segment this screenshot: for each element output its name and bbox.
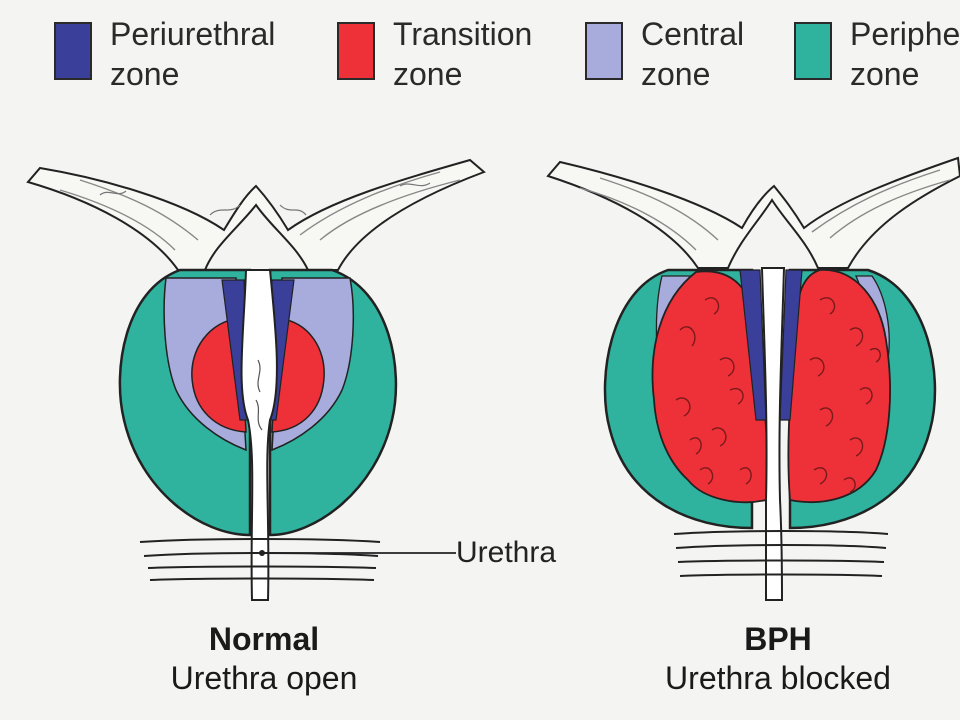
central-swatch xyxy=(585,22,623,80)
bph-subtitle: Urethra blocked xyxy=(665,660,891,696)
bph-bladder-neck xyxy=(546,156,960,269)
legend-item-transition: Transition zone xyxy=(337,6,557,92)
bph-transition-zone-right xyxy=(787,269,891,503)
normal-title: Normal xyxy=(208,621,320,657)
urethra-label: Urethra xyxy=(456,536,557,569)
bph-title: BPH xyxy=(744,621,812,657)
bph-urethra xyxy=(760,267,786,601)
legend-item-central: Central zone xyxy=(585,6,775,92)
bph-pelvic-floor xyxy=(673,530,889,577)
transition-swatch xyxy=(337,22,375,80)
legend-label-central: Central zone xyxy=(641,16,745,92)
legend-label-periurethral: Periurethral zone xyxy=(110,16,276,92)
normal-urethra xyxy=(240,269,278,601)
periurethral-swatch xyxy=(54,22,92,80)
normal-subtitle: Urethra open xyxy=(170,660,358,696)
legend-label-transition: Transition zone xyxy=(393,16,533,92)
bph-caption: BPH Urethra blocked xyxy=(618,620,938,698)
legend-label-peripheral: Peripheral zone xyxy=(850,16,960,90)
normal-prostate xyxy=(26,158,486,601)
bph-prostate xyxy=(546,156,960,601)
legend-item-peripheral: Peripheral zone xyxy=(794,6,960,90)
normal-bladder-neck xyxy=(26,158,486,271)
peripheral-swatch xyxy=(794,22,832,80)
legend-item-periurethral: Periurethral zone xyxy=(54,6,294,92)
normal-caption: Normal Urethra open xyxy=(104,620,424,698)
